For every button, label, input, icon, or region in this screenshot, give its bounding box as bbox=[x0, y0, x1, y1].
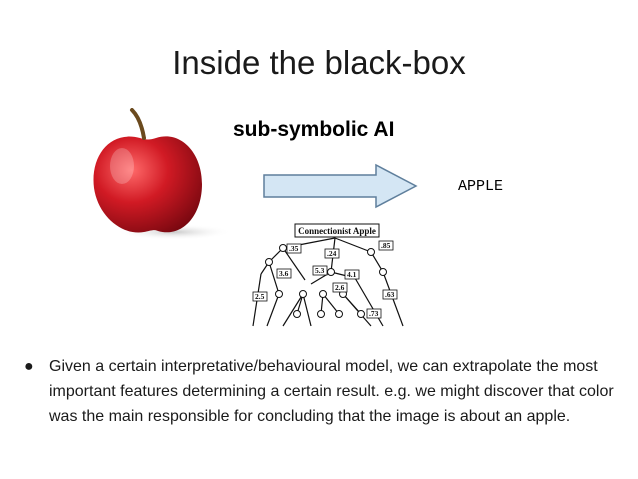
weight-label: 2.5 bbox=[255, 292, 265, 301]
weight-label: .63 bbox=[385, 290, 395, 299]
bullet-list: ● Given a certain interpretative/behavio… bbox=[22, 354, 622, 429]
slide-title: Inside the black-box bbox=[172, 44, 466, 81]
weight-label: 5.3 bbox=[315, 266, 325, 275]
bullet-item: ● Given a certain interpretative/behavio… bbox=[22, 354, 622, 429]
weight-label: .85 bbox=[381, 241, 391, 250]
weight-label: 2.6 bbox=[335, 283, 345, 292]
network-title: Connectionist Apple bbox=[298, 226, 376, 236]
weight-label: .73 bbox=[369, 309, 379, 318]
output-label: APPLE bbox=[458, 178, 504, 195]
weight-label: .24 bbox=[327, 249, 337, 258]
weight-label: 3.6 bbox=[279, 269, 289, 278]
apple-image bbox=[93, 108, 232, 240]
arrow-icon bbox=[263, 163, 418, 209]
connectionist-network-diagram: Connectionist Apple .35 .24 .85 3.6 5.3 … bbox=[252, 223, 404, 327]
bullet-text: Given a certain interpretative/behaviour… bbox=[49, 358, 614, 425]
subtitle: sub-symbolic AI bbox=[233, 118, 395, 141]
weight-label: .35 bbox=[289, 244, 299, 253]
bullet-icon: ● bbox=[24, 358, 34, 375]
weight-label: 4.1 bbox=[347, 270, 357, 279]
